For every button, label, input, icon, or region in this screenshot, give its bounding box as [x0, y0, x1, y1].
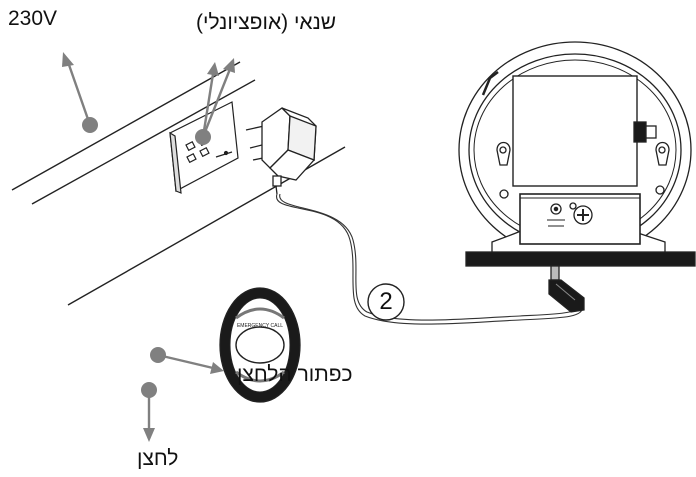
panic-pendant-icon: EMERGENCY CALL	[219, 287, 301, 403]
step-number-circle	[367, 283, 405, 321]
panic-button-label: כפתור הלחצן	[237, 363, 353, 386]
voltage-label: 230V	[8, 7, 58, 30]
press-label: לחצן	[137, 447, 179, 470]
pointer-button	[150, 347, 224, 374]
base-unit-icon	[458, 41, 696, 267]
pointer-voltage	[62, 52, 98, 133]
power-adapter-icon	[245, 107, 317, 195]
step-number-label: 2	[379, 288, 393, 315]
pendant-text: EMERGENCY CALL	[237, 323, 283, 329]
adapter-optional-label: שנאי (אופציונלי)	[196, 11, 337, 34]
pointers	[62, 52, 235, 442]
power-cable	[276, 193, 583, 325]
wall-socket-icon	[169, 101, 239, 194]
pointer-adapter	[195, 58, 235, 145]
pointer-press	[141, 382, 157, 442]
